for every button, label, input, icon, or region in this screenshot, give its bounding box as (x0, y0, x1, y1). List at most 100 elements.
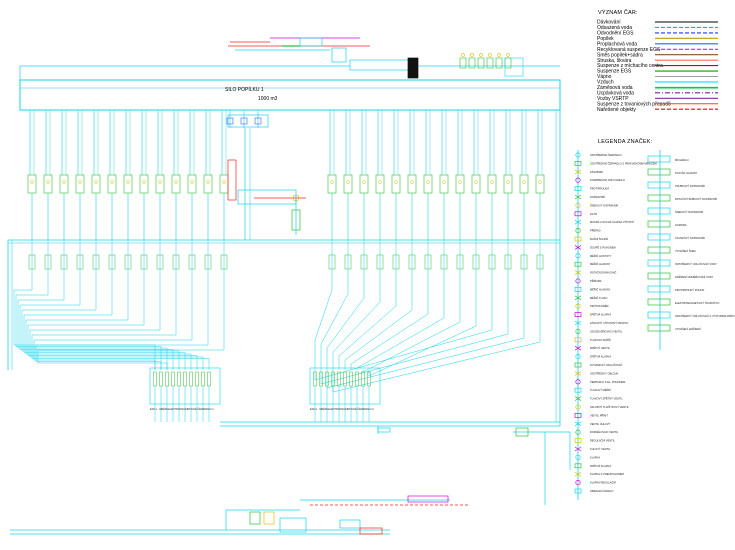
symbol-label: ZPĚTNÁ KLAPKA (590, 354, 611, 359)
line-legend-label: Suspenze EGS (597, 69, 632, 75)
symbol-label: ODSTŘEDIVÝ ODLUČOVAČ VODY (675, 261, 717, 266)
fan-line-left (19, 305, 174, 370)
symbol-glyph (574, 413, 582, 418)
feeder-valve (222, 180, 226, 184)
symbol-glyph (574, 337, 582, 343)
mixer-unit (189, 371, 193, 387)
symbol-glyph (575, 228, 581, 234)
symbol-label: ROTAČNÍ TRUBKOVÝ DOPRAVNÍK (675, 196, 717, 201)
fan-line-left (26, 290, 129, 321)
top-tank (299, 37, 323, 47)
feeder-unit (375, 174, 385, 194)
symbol-glyph (574, 362, 582, 368)
feeder-unit (219, 174, 229, 194)
lower-plant (10, 421, 571, 535)
line-legend-label: Ucpávková voda (597, 90, 634, 96)
feeder-valve (394, 180, 398, 184)
symbol-label: MĚŘIČ HUSTOTY (590, 253, 612, 258)
feeder-valve (158, 180, 162, 184)
symbol-glyph (574, 295, 582, 301)
symbol-glyph (575, 354, 581, 360)
feeder-unit (91, 174, 101, 194)
bottom-pump-1 (249, 511, 261, 525)
top-unit (459, 57, 467, 69)
symbol-label: KOMPRESOR, DMYCHADLO (590, 178, 625, 182)
symbol-label: VENTIL ÚHLOVÝ (590, 421, 611, 426)
feeder-unit (27, 174, 37, 194)
fan-line-left (37, 350, 168, 370)
symbol-label: PRŮTOKOMĚR (590, 303, 609, 308)
symbol-glyph (647, 324, 671, 332)
line-legend-label: Proplachová voda (597, 41, 637, 47)
symbol-label: ZÁSOBNÍK (590, 170, 603, 174)
feeder-valve (378, 180, 382, 184)
symbol-glyph (575, 278, 581, 284)
bottom-pump-2 (263, 511, 275, 525)
dosing-frame (237, 189, 297, 205)
feeder-valve (474, 180, 478, 184)
fan-line-left (36, 290, 209, 346)
symbol-glyph (574, 488, 582, 494)
feeder-valve (110, 180, 114, 184)
silo-volume: 1000 m3 (258, 96, 278, 102)
fan-line-right (314, 290, 493, 381)
mixing-center-2-label: EJS 2 - SMĚR ELEKTROMAGNETICKÉ ČERPADLO … (310, 406, 374, 411)
feeder-unit (471, 174, 481, 194)
symbol-label: SKLOPNÝ TLAČÍTKOVÝ VENTIL (590, 404, 629, 409)
feeder-unit (155, 174, 165, 194)
symbol-label: ČLUNKOVÝ DOPRAVNÍK (675, 235, 705, 240)
symbol-glyph (574, 287, 582, 292)
symbol-glyph (574, 396, 582, 401)
symbol-label: KULOVÝ VENTIL (590, 447, 611, 451)
symbol-legend-title: LEGENDA ZNAČEK: (598, 138, 653, 145)
symbol-label: ODSTŘEDIVÝ ODLUČOVAČ S VÝSTUPEM ZPĚTNÝM (675, 313, 735, 318)
fan-line-left (31, 335, 210, 370)
symbol-glyph (647, 285, 671, 293)
line-legend-label: Suspenze z tovaniových přepadů (597, 100, 671, 107)
symbol-label: TLAKOVÝ MĚŘIČ (590, 387, 611, 392)
silo: SILO POPÍLKU 1 1000 m3 (19, 79, 561, 111)
silo-top-valve (226, 117, 234, 125)
feeder-unit (391, 174, 401, 194)
feeder-unit (123, 174, 133, 194)
mixing-center-2: EJS 2 - SMĚR ELEKTROMAGNETICKÉ ČERPADLO … (309, 367, 381, 411)
silo-top-valve (240, 117, 248, 125)
symbol-label: MĚŘIČ HLADINY (590, 286, 611, 291)
top-unit (468, 57, 476, 69)
symbol-glyph (574, 186, 582, 191)
feeder-valve (506, 180, 510, 184)
symbol-label: DOPRAVNÍK (590, 195, 605, 199)
feeder-valve (78, 180, 82, 184)
fan-line-right (326, 290, 365, 370)
symbol-glyph (574, 438, 582, 443)
feeder-valve (522, 180, 526, 184)
symbol-glyph (647, 168, 671, 176)
symbol-label: PROTIPROUDÁ (590, 187, 609, 191)
feeder-unit (407, 174, 417, 194)
feeder-valve (538, 180, 542, 184)
symbol-glyph (575, 202, 581, 208)
fan-line-left (24, 290, 113, 316)
symbol-label: MÍCHADLO (675, 158, 689, 162)
fan-line-left (38, 290, 225, 351)
return-valve (377, 427, 391, 433)
symbol-glyph (647, 181, 671, 189)
top-equipment (228, 37, 560, 79)
feeder-unit (455, 174, 465, 194)
symbol-label: VENTIL PŘÍMÝ (590, 412, 608, 417)
symbol-label: ODSTŘEDIVÉ ČERPADLO S FREKVENČNÍM MĚNIČE… (590, 160, 657, 165)
fan-line-right (338, 290, 397, 370)
symbol-glyph (574, 194, 582, 200)
bottom-magenta-box (407, 495, 449, 503)
top-silo-black (407, 57, 419, 79)
top-unit-head (479, 53, 483, 57)
fan-line-left (34, 290, 193, 341)
feeder-unit (43, 174, 53, 194)
fan-line-right (332, 290, 381, 370)
feeder-unit (171, 174, 181, 194)
symbol-glyph (575, 454, 581, 460)
top-unit-head (461, 53, 465, 57)
feeder-valve (362, 180, 366, 184)
symbol-glyph (574, 345, 582, 351)
